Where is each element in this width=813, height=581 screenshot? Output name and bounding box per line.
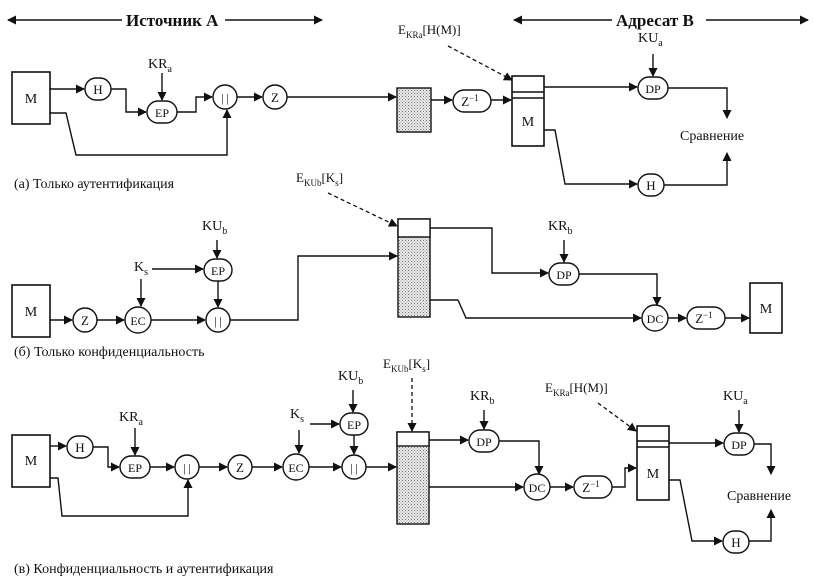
svg-text:DP: DP (556, 268, 572, 282)
svg-text:Z−1: Z−1 (461, 93, 479, 109)
message-label: M (25, 92, 38, 107)
header: Источник A Адресат B (7, 11, 809, 30)
received-block (511, 75, 545, 147)
svg-text:DC: DC (529, 481, 546, 495)
message-box-b (11, 284, 51, 338)
hash-label: H (93, 82, 102, 97)
svg-text:EP: EP (128, 461, 142, 475)
kra-label: KRa (148, 57, 172, 75)
compare-label: Сравнение (680, 129, 744, 144)
svg-text:| |: | | (221, 91, 229, 105)
svg-text:M: M (25, 454, 38, 469)
kub-label-b: KUb (202, 219, 227, 237)
section-a: M H EP KRa | | Z Z−1 M (11, 22, 744, 197)
kra-label-c: KRa (119, 410, 143, 428)
dest-label: Адресат B (616, 11, 694, 30)
svg-text:EP: EP (211, 264, 225, 278)
transmitted-block (396, 87, 432, 133)
section-b: M Z EC Ks KUb EP | | EKUb[Ks] DP KRb (11, 170, 783, 360)
svg-text:Z: Z (236, 460, 244, 475)
ks-label-b: Ks (134, 260, 148, 278)
ks-label-c: Ks (290, 407, 304, 425)
svg-text:Z−1: Z−1 (582, 479, 600, 495)
kua-label-c: KUa (723, 389, 748, 407)
caption-b: (б) Только конфиденциальность (14, 345, 204, 360)
received-block-c (636, 425, 670, 501)
svg-text:DP: DP (731, 438, 747, 452)
transmitted-block-c (396, 431, 430, 525)
svg-text:EC: EC (288, 461, 303, 475)
svg-text:H: H (646, 178, 655, 193)
svg-text:Z: Z (271, 90, 279, 105)
session-key-label-b: EKUb[Ks] (296, 170, 343, 188)
krb-label-b: KRb (548, 219, 572, 237)
svg-text:Z−1: Z−1 (695, 310, 713, 326)
svg-text:Z: Z (81, 313, 89, 328)
message-box-c (11, 434, 51, 488)
svg-text:H: H (731, 535, 740, 550)
decompress-node (452, 89, 492, 113)
session-key-label-c: EKUb[Ks] (383, 356, 430, 374)
svg-text:| |: | | (214, 314, 222, 328)
svg-text:DP: DP (645, 82, 661, 96)
ep-label: EP (155, 106, 169, 120)
svg-text:DP: DP (476, 435, 492, 449)
caption-a: (а) Только аутентификация (14, 177, 175, 192)
section-c: M H EP KRa | | Z EC Ks KUb EP | | EKUb[K… (11, 356, 791, 577)
svg-text:EC: EC (130, 314, 145, 328)
svg-text:H: H (75, 440, 84, 455)
message-box-b-out (749, 282, 783, 334)
svg-text:M: M (760, 302, 773, 317)
svg-text:| |: | | (350, 461, 358, 475)
svg-text:DC: DC (647, 312, 664, 326)
svg-text:M: M (25, 305, 38, 320)
hash-node-c-receiver (722, 530, 750, 554)
kub-label-c: KUb (338, 369, 363, 387)
source-label: Источник A (126, 11, 219, 30)
svg-text:M: M (647, 467, 660, 482)
svg-text:M: M (522, 115, 535, 130)
signature-label-c: EKRa[H(M)] (545, 380, 608, 398)
svg-text:| |: | | (183, 461, 191, 475)
krb-label-c: KRb (470, 389, 494, 407)
caption-c: (в) Конфиденциальность и аутентификация (14, 562, 274, 577)
compare-label-c: Сравнение (727, 489, 791, 504)
message-box (11, 71, 51, 125)
kua-label: KUa (638, 31, 663, 49)
svg-text:EP: EP (347, 418, 361, 432)
signature-label: EKRa[H(M)] (398, 22, 461, 40)
